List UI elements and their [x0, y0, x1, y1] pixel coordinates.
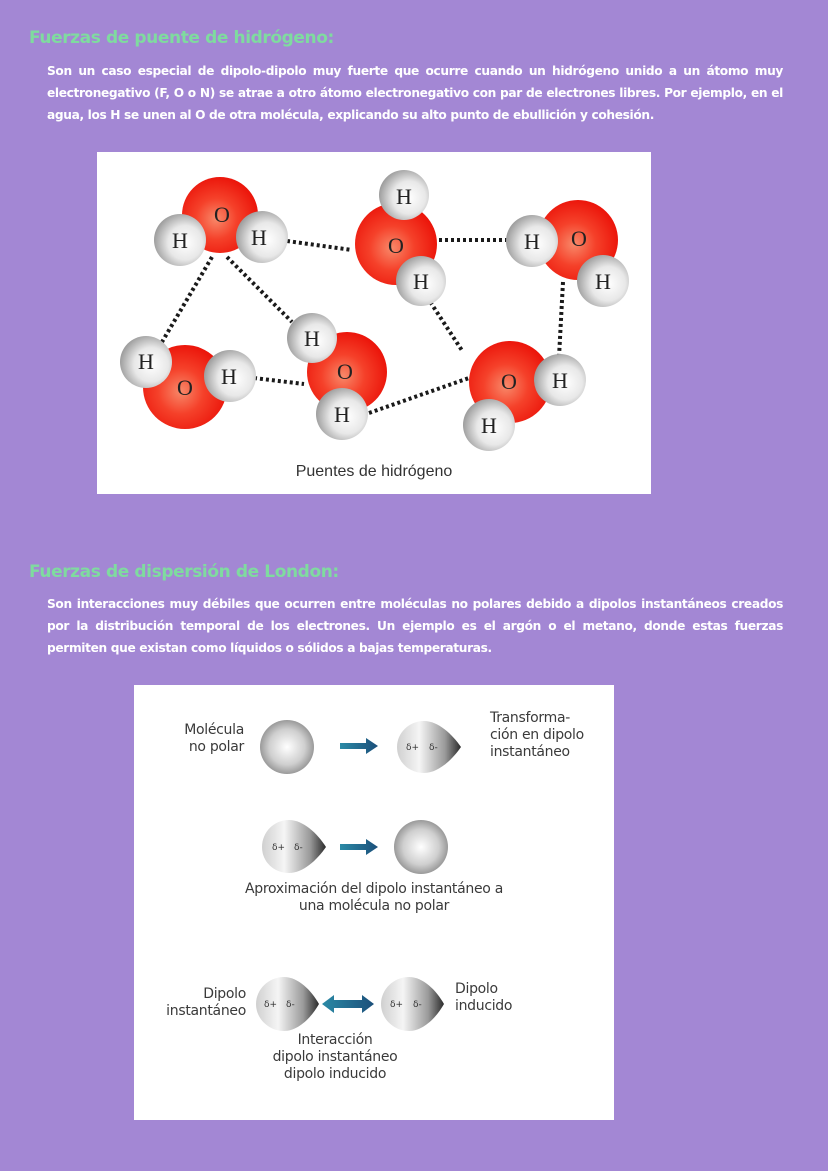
svg-text:O: O: [337, 359, 353, 384]
water-molecule-2: O H H: [355, 170, 446, 306]
svg-text:H: H: [396, 184, 412, 209]
svg-text:δ+: δ+: [390, 1000, 403, 1010]
water-molecule-1: O H H: [154, 177, 288, 266]
svg-text:O: O: [501, 369, 517, 394]
hydrogen-bonds-figure: O H H O H H O H H O H H: [97, 152, 651, 494]
svg-text:δ-: δ-: [286, 1000, 295, 1010]
label-interaction: Interacción dipolo instantáneo dipolo in…: [272, 1032, 398, 1082]
instant-dipole-sphere-left: [256, 977, 319, 1031]
section-paragraph-hydrogen-bonds: Son un caso especial de dipolo-dipolo mu…: [47, 64, 783, 122]
svg-text:δ-: δ-: [413, 1000, 422, 1010]
water-molecule-3: O H H: [506, 200, 629, 307]
svg-text:δ-: δ-: [429, 743, 438, 753]
svg-text:H: H: [524, 229, 540, 254]
water-molecules-diagram: O H H O H H O H H O H H: [120, 170, 629, 451]
hydrogen-bond-lines: [160, 238, 565, 415]
svg-text:O: O: [571, 226, 587, 251]
label-nonpolar-molecule: Molécula no polar: [184, 722, 244, 755]
dipole-diagram: δ+ δ- δ+ δ- δ+ δ- δ+ δ-: [256, 720, 461, 1031]
label-instant-dipole: Dipolo instantáneo: [166, 986, 246, 1019]
svg-text:H: H: [138, 349, 154, 374]
label-approach: Aproximación del dipolo instantáneo a un…: [245, 881, 503, 914]
svg-text:H: H: [334, 402, 350, 427]
svg-text:H: H: [304, 326, 320, 351]
svg-text:H: H: [552, 368, 568, 393]
svg-text:δ+: δ+: [272, 843, 285, 853]
svg-text:δ-: δ-: [294, 843, 303, 853]
water-molecule-5: O H H: [287, 313, 387, 440]
svg-text:H: H: [595, 269, 611, 294]
label-induced-dipole: Dipolo inducido: [455, 981, 513, 1014]
london-dispersion-figure: δ+ δ- δ+ δ- δ+ δ- δ+ δ- Molécula no pola…: [134, 685, 614, 1120]
arrow-right-icon: [340, 738, 378, 754]
section-heading-hydrogen-bonds: Fuerzas de puente de hidrógeno:: [29, 28, 334, 48]
arrow-right-icon: [340, 839, 378, 855]
svg-text:O: O: [388, 233, 404, 258]
svg-text:δ+: δ+: [264, 1000, 277, 1010]
svg-text:H: H: [221, 364, 237, 389]
section-paragraph-london-forces: Son interacciones muy débiles que ocurre…: [47, 597, 783, 655]
svg-text:δ+: δ+: [406, 743, 419, 753]
nonpolar-molecule-sphere: [260, 720, 314, 774]
water-molecule-4: O H H: [120, 336, 256, 429]
svg-text:H: H: [172, 228, 188, 253]
svg-text:H: H: [481, 413, 497, 438]
svg-text:O: O: [177, 375, 193, 400]
svg-text:H: H: [413, 269, 429, 294]
label-transformation: Transforma- ción en dipolo instantáneo: [490, 710, 584, 760]
instant-dipole-sphere: [397, 721, 461, 773]
svg-text:O: O: [214, 202, 230, 227]
instant-dipole-sphere-approaching: [262, 820, 326, 873]
nonpolar-molecule-sphere-target: [394, 820, 448, 874]
water-molecule-6: O H H: [463, 341, 586, 451]
section-heading-london-forces: Fuerzas de dispersión de London:: [29, 562, 339, 582]
svg-text:H: H: [251, 225, 267, 250]
induced-dipole-sphere: [381, 977, 444, 1031]
double-arrow-icon: [322, 995, 374, 1013]
figure-caption: Puentes de hidrógeno: [295, 463, 453, 480]
